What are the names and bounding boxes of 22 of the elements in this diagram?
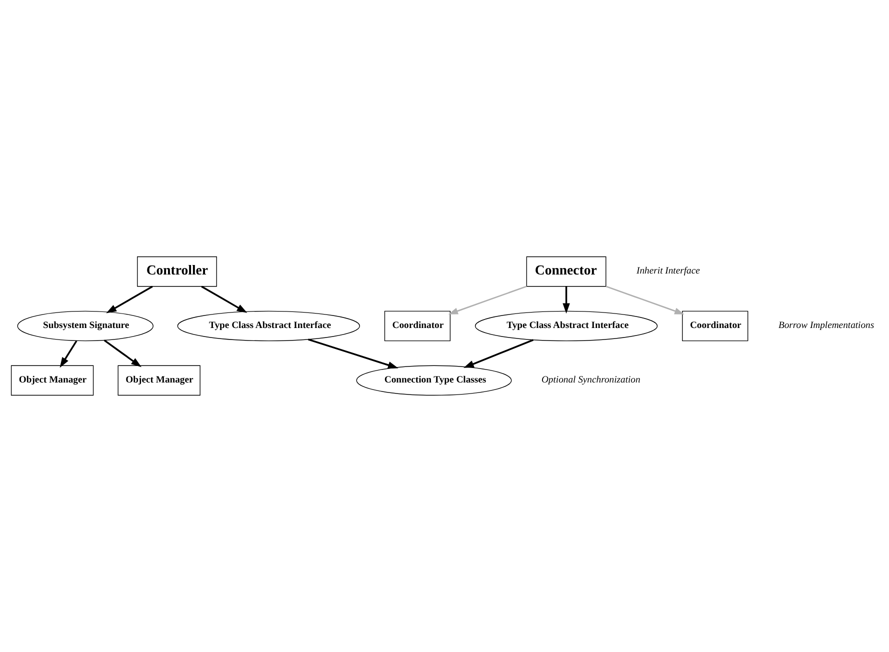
label: Inherit Interface — [636, 265, 700, 276]
arrow — [106, 286, 153, 314]
node-ellipse: Type Class Abstract Interface — [177, 310, 360, 342]
node-box: Object Manager — [10, 365, 94, 396]
node-box: Connector — [526, 256, 606, 287]
node-ellipse: Subsystem Signature — [17, 310, 154, 342]
label: Borrow Implementations — [778, 320, 874, 331]
node-ellipse: Connection Type Classes — [356, 365, 512, 396]
node-box: Coordinator — [384, 310, 451, 342]
node-box: Controller — [137, 256, 217, 287]
node-box: Coordinator — [682, 310, 748, 342]
arrow — [606, 286, 684, 314]
label: Optional Synchronization — [541, 374, 640, 386]
arrow — [308, 338, 398, 369]
node-box: Object Manager — [118, 365, 200, 396]
arrow — [448, 286, 527, 314]
arrow — [104, 340, 142, 368]
arrow — [464, 339, 534, 368]
arrow — [562, 286, 570, 314]
arrow — [201, 286, 248, 313]
node-ellipse: Type Class Abstract Interface — [474, 310, 658, 342]
arrow — [60, 340, 78, 368]
